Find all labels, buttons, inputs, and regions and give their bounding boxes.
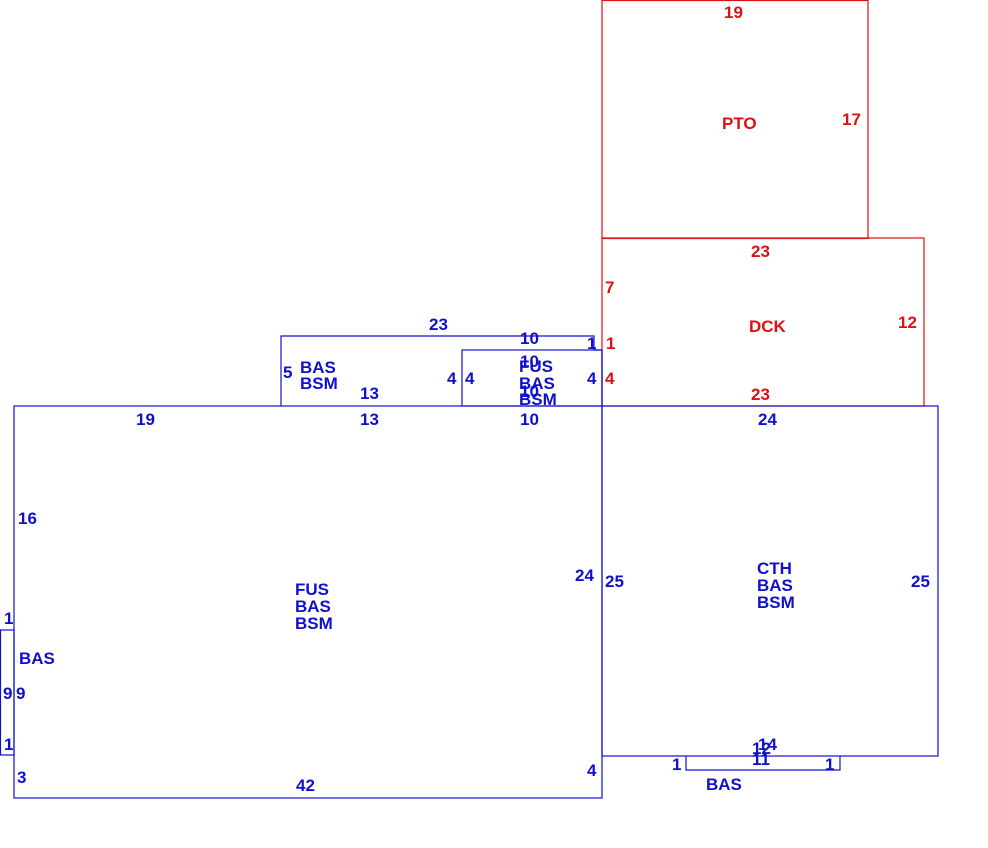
pto-dim-right: 17 [842, 110, 861, 129]
main-left-dim-left: 16 [18, 509, 37, 528]
main-left-label-3: BSM [295, 614, 333, 633]
main-right-dim-left: 25 [605, 572, 624, 591]
main-left-dim-bottom: 42 [296, 776, 315, 795]
upper-mid-dim-left: 4 [465, 369, 475, 388]
upper-mid-label-1: FUS [519, 357, 553, 376]
main-left-label-1: FUS [295, 580, 329, 599]
upper-left-dim-right: 4 [447, 369, 457, 388]
upper-left-label-2: BSM [300, 374, 338, 393]
upper-mid-dim-top: 10 [520, 329, 539, 348]
main-right-dim-top: 24 [758, 410, 777, 429]
dck-code: DCK [749, 317, 787, 336]
upper-left-dim-bottom: 13 [360, 384, 379, 403]
bottom-bay-dim-right: 1 [825, 755, 834, 774]
dck-dim-top: 23 [751, 242, 770, 261]
dck-dim-left: 7 [605, 278, 614, 297]
upper-mid-dim-right-top: 1 [587, 334, 596, 353]
left-bay-area: BAS 9 9 1 [0, 629, 55, 756]
dck-dim-left-lower: 4 [605, 369, 615, 388]
upper-left-area: BAS BSM 23 5 13 4 [280, 315, 603, 406]
upper-left-dim-top: 23 [429, 315, 448, 334]
dck-dim-right: 12 [898, 313, 917, 332]
pto-code: PTO [722, 114, 757, 133]
main-right-label-3: BSM [757, 593, 795, 612]
main-left-label-2: BAS [295, 597, 331, 616]
upper-left-label-1: BAS [300, 358, 336, 377]
upper-mid-area: 10 10 FUS BAS 10 BSM 4 4 1 10 [461, 329, 603, 429]
main-left-dim-left-top: 1 [4, 609, 13, 628]
upper-mid-dim-top-3: 10 [520, 382, 539, 401]
bottom-bay-dim-left: 1 [672, 755, 681, 774]
main-right-area: CTH BAS BSM 24 25 25 14 12 11 [601, 405, 939, 769]
pto-dim-top: 19 [724, 3, 743, 22]
main-left-dim-right: 24 [575, 566, 594, 585]
main-left-dim-bottom-right: 4 [587, 761, 597, 780]
left-bay-dim-bottom: 1 [4, 735, 13, 754]
pto-area: PTO 19 17 [601, 0, 869, 240]
dck-dim-bottom: 23 [751, 385, 770, 404]
main-right-dim-bottom-a: 14 [758, 735, 777, 754]
left-bay-label: BAS [19, 649, 55, 668]
main-right-label-1: CTH [757, 559, 792, 578]
main-right-dim-bottom-b: 12 [752, 739, 771, 758]
main-left-dim-top-mid: 13 [360, 410, 379, 429]
bottom-bay-area: BAS 1 1 [672, 755, 841, 794]
upper-mid-dim-top-2: 10 [520, 352, 539, 371]
upper-left-dim-left: 5 [283, 363, 292, 382]
main-left-dim-bottom-left: 3 [17, 768, 26, 787]
main-left-area: FUS BAS BSM 19 13 16 24 42 3 4 1 [4, 405, 603, 799]
main-right-outline [601, 405, 939, 757]
dck-area: DCK 23 7 12 23 1 4 [601, 237, 925, 407]
main-right-dim-right: 25 [911, 572, 930, 591]
main-right-label-2: BAS [757, 576, 793, 595]
bottom-bay-label: BAS [706, 775, 742, 794]
main-left-dim-top: 19 [136, 410, 155, 429]
main-right-dim-bottom-c: 11 [752, 750, 770, 769]
upper-mid-dim-right: 4 [587, 369, 597, 388]
left-bay-dim-outer: 9 [3, 684, 12, 703]
upper-mid-dim-bottom: 10 [520, 410, 539, 429]
left-bay-outline [0, 629, 15, 756]
bottom-bay-outline [685, 756, 841, 771]
upper-mid-label-2: BAS [519, 374, 555, 393]
dck-dim-left-upper: 1 [606, 334, 615, 353]
upper-mid-label-3: BSM [519, 390, 557, 409]
left-bay-dim-inner: 9 [16, 684, 25, 703]
